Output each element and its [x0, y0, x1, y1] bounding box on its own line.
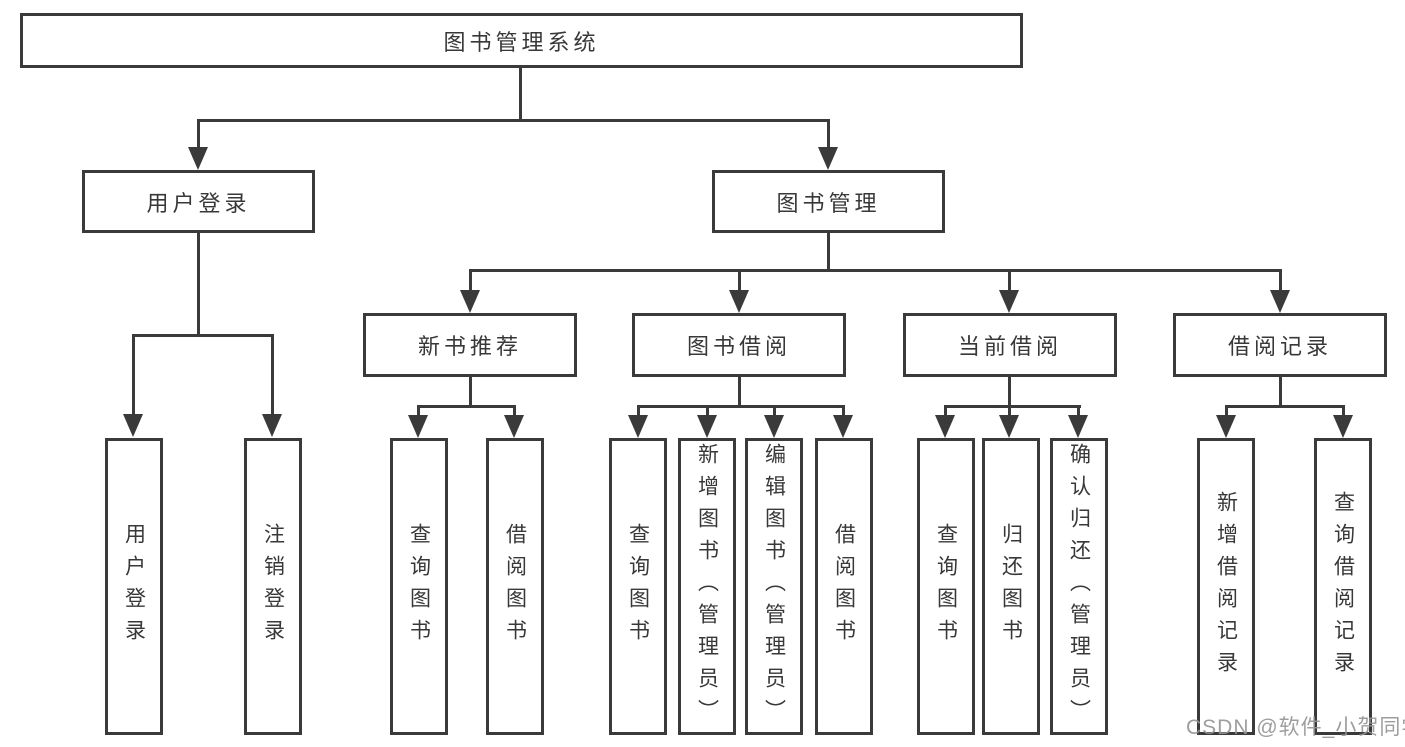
leaf-bb-edit-books-admin-label: 编辑图书（管理员）: [762, 442, 786, 731]
connector-line: [271, 334, 274, 414]
connector-line: [738, 377, 741, 408]
connector-line: [469, 377, 472, 408]
node-book-management: 图书管理: [712, 170, 945, 233]
connector-line: [944, 405, 947, 417]
arrow-down-icon: [729, 290, 749, 313]
connector-line: [1225, 405, 1228, 417]
arrow-down-icon: [504, 415, 524, 438]
leaf-cb-query-books-label: 查询图书: [934, 522, 958, 651]
leaf-br-add-record-label: 新增借阅记录: [1214, 490, 1238, 683]
node-borrow-records-label: 借阅记录: [1227, 334, 1332, 359]
arrow-down-icon: [262, 414, 282, 437]
leaf-nb-borrow-books-label: 借阅图书: [503, 522, 527, 651]
arrow-down-icon: [999, 290, 1019, 313]
node-book-management-label: 图书管理: [776, 190, 881, 216]
connector-line: [1342, 405, 1345, 417]
leaf-logout: 注销登录: [244, 438, 302, 735]
connector-line: [944, 405, 1081, 408]
node-new-book-recommend-label: 新书推荐: [417, 334, 522, 359]
connector-line: [197, 119, 200, 149]
arrow-down-icon: [460, 290, 480, 313]
connector-line: [1008, 405, 1011, 417]
connector-line: [1279, 269, 1282, 293]
leaf-cb-query-books: 查询图书: [917, 438, 975, 735]
node-current-borrow: 当前借阅: [903, 313, 1117, 377]
leaf-br-query-record-label: 查询借阅记录: [1331, 490, 1355, 683]
leaf-bb-add-books-admin: 新增图书（管理员）: [678, 438, 736, 735]
leaf-bb-add-books-admin-label: 新增图书（管理员）: [695, 442, 719, 731]
connector-line: [773, 405, 776, 417]
node-book-borrow-label: 图书借阅: [686, 334, 791, 359]
connector-line: [738, 269, 741, 293]
connector-line: [469, 269, 1282, 272]
leaf-cb-return-books: 归还图书: [982, 438, 1040, 735]
node-borrow-records: 借阅记录: [1173, 313, 1387, 377]
connector-line: [417, 405, 420, 417]
leaf-nb-borrow-books: 借阅图书: [486, 438, 544, 735]
connector-line: [842, 405, 845, 417]
arrow-down-icon: [764, 415, 784, 438]
arrow-down-icon: [935, 415, 955, 438]
leaf-bb-edit-books-admin: 编辑图书（管理员）: [745, 438, 803, 735]
connector-line: [1279, 377, 1282, 408]
node-current-borrow-label: 当前借阅: [957, 334, 1062, 359]
leaf-user-login: 用户登录: [105, 438, 163, 735]
leaf-user-login-label: 用户登录: [122, 522, 146, 651]
node-new-book-recommend: 新书推荐: [363, 313, 577, 377]
arrow-down-icon: [123, 414, 143, 437]
leaf-bb-query-books: 查询图书: [609, 438, 667, 735]
leaf-bb-borrow-books-label: 借阅图书: [832, 522, 856, 651]
node-root-label: 图书管理系统: [443, 29, 600, 55]
csdn-watermark: CSDN @软件_小贺同学: [1186, 716, 1405, 739]
arrow-down-icon: [833, 415, 853, 438]
connector-line: [132, 334, 274, 337]
arrow-down-icon: [1068, 415, 1088, 438]
connector-line: [469, 269, 472, 293]
node-root: 图书管理系统: [20, 13, 1023, 68]
connector-line: [513, 405, 516, 417]
arrow-down-icon: [408, 415, 428, 438]
leaf-cb-return-books-label: 归还图书: [999, 522, 1023, 651]
connector-line: [1077, 405, 1080, 417]
connector-line: [1008, 269, 1011, 293]
connector-line: [827, 233, 830, 272]
leaf-nb-query-books-label: 查询图书: [407, 522, 431, 651]
connector-line: [706, 405, 709, 417]
arrow-down-icon: [697, 415, 717, 438]
connector-line: [637, 405, 640, 417]
leaf-cb-confirm-return-admin-label: 确认归还（管理员）: [1067, 442, 1091, 731]
leaf-nb-query-books: 查询图书: [390, 438, 448, 735]
arrow-down-icon: [1333, 415, 1353, 438]
connector-line: [637, 405, 844, 408]
connector-line: [827, 119, 830, 149]
leaf-bb-borrow-books: 借阅图书: [815, 438, 873, 735]
arrow-down-icon: [818, 147, 838, 170]
node-book-borrow: 图书借阅: [632, 313, 846, 377]
connector-line: [197, 119, 830, 122]
leaf-br-query-record: 查询借阅记录: [1314, 438, 1372, 735]
connector-line: [1008, 377, 1011, 408]
arrow-down-icon: [1216, 415, 1236, 438]
leaf-logout-label: 注销登录: [261, 522, 285, 651]
arrow-down-icon: [999, 415, 1019, 438]
connector-line: [132, 334, 135, 414]
connector-line: [197, 233, 200, 337]
leaf-cb-confirm-return-admin: 确认归还（管理员）: [1050, 438, 1108, 735]
node-user-login-label: 用户登录: [146, 190, 251, 216]
node-user-login: 用户登录: [82, 170, 315, 233]
leaf-br-add-record: 新增借阅记录: [1197, 438, 1255, 735]
arrow-down-icon: [188, 147, 208, 170]
arrow-down-icon: [628, 415, 648, 438]
connector-line: [519, 68, 522, 121]
connector-line: [1225, 405, 1345, 408]
arrow-down-icon: [1270, 290, 1290, 313]
leaf-bb-query-books-label: 查询图书: [626, 522, 650, 651]
connector-line: [417, 405, 516, 408]
